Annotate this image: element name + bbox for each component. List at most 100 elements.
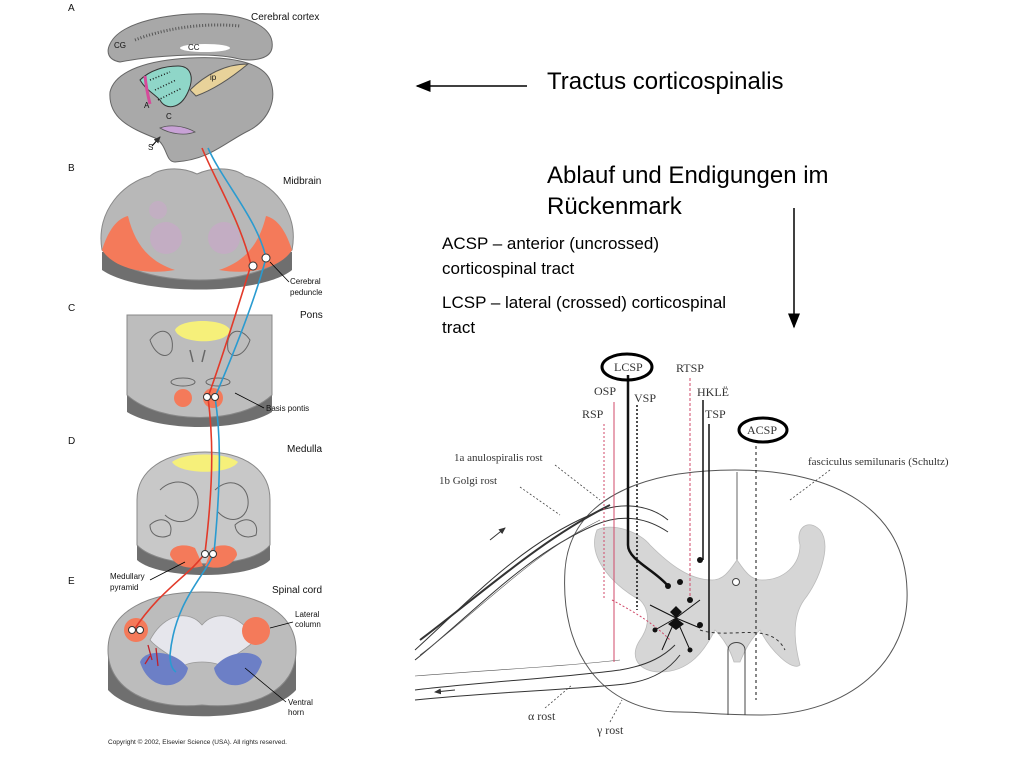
- synapse-6: [652, 627, 658, 633]
- left-figure: A Cerebral cortex CG CC ip A C S: [68, 3, 323, 746]
- pons-outline-left: [149, 330, 173, 356]
- olive-outlines: [149, 519, 258, 538]
- panel-title-cerebral-cortex: Cerebral cortex: [251, 12, 319, 23]
- panel-letter-a: A: [68, 3, 75, 14]
- leader-1b: [519, 486, 561, 516]
- tract-marker-spinal-1: [128, 626, 136, 634]
- medulla-outlines: [159, 481, 249, 523]
- definition-acsp: ACSP – anterior (uncrossed) corticospina…: [442, 234, 660, 278]
- label-rtsp: RTSP: [676, 361, 704, 375]
- parietal-highlight: [189, 63, 250, 97]
- motor-neuron: [649, 557, 786, 653]
- cortex-upper-slice: [107, 13, 273, 63]
- label-lateral-column-1: Lateral: [295, 610, 320, 619]
- tract-marker-midbrain-1: [248, 261, 258, 271]
- osp-projection: [611, 599, 671, 641]
- label-medullary-pyramid-2: pyramid: [110, 583, 138, 592]
- tract-marker-midbrain-2: [261, 253, 271, 263]
- pons-ellipse-left: [170, 377, 196, 387]
- label-lcsp: LCSP: [614, 360, 643, 374]
- panel-d-medulla: D Medulla: [68, 436, 322, 575]
- tract-marker-pons-1: [203, 393, 211, 401]
- panel-letter-e: E: [68, 576, 75, 587]
- synapse-5: [697, 622, 703, 628]
- motor-cortex-stipple: [149, 71, 183, 101]
- panel-title-spinal-cord: Spinal cord: [272, 585, 322, 596]
- tract-marker-medulla-1: [201, 550, 209, 558]
- red-nucleus-right: [208, 222, 240, 254]
- synapse-4: [687, 597, 693, 603]
- panel-letter-b: B: [68, 163, 75, 174]
- panel-letter-d: D: [68, 436, 75, 447]
- leader-fasciculus: [789, 469, 831, 501]
- label-1a-anulospiralis: 1a anulospiralis rost: [454, 452, 543, 464]
- motor-cortex-highlight: [139, 65, 192, 108]
- leader-1a: [554, 464, 601, 501]
- arrow-s: [151, 136, 161, 147]
- dorsal-root-thick: [419, 504, 611, 641]
- panel-a-cerebral-cortex: A Cerebral cortex CG CC ip A C S: [68, 3, 319, 163]
- pons-fibers: [189, 349, 206, 363]
- label-cg: CG: [114, 41, 126, 50]
- label-vsp: VSP: [634, 391, 656, 405]
- slide-subtitle: Ablauf und Endigungen im Rückenmark: [547, 162, 829, 220]
- motor-neuron-dendrites: [649, 599, 701, 651]
- label-c: C: [166, 112, 172, 121]
- leader-cerebral-peduncle: [269, 261, 290, 283]
- interneuron-dashed: [699, 629, 786, 651]
- label-alpha-rost: α rost: [528, 709, 556, 723]
- label-osp: OSP: [594, 384, 616, 398]
- leader-alpha: [544, 684, 573, 709]
- tract-blue-fiber: [169, 147, 267, 673]
- label-medullary-pyramid-1: Medullary: [110, 572, 145, 581]
- ventral-horn-right: [214, 652, 262, 686]
- leader-basis-pontis: [234, 392, 265, 409]
- label-cc: CC: [188, 43, 200, 52]
- lcsp-tract-line: [626, 375, 669, 587]
- label-1b-golgi: 1b Golgi rost: [439, 475, 497, 487]
- label-ventral-horn-2: horn: [288, 708, 304, 717]
- leader-medullary-pyramid: [149, 561, 186, 581]
- midbrain-body: [100, 168, 294, 281]
- ventral-root-2: [414, 654, 681, 701]
- panel-letter-c: C: [68, 303, 75, 314]
- leader-ventral-horn: [244, 667, 287, 703]
- medullary-pyramid-left: [170, 545, 203, 568]
- synapse-3: [697, 557, 703, 563]
- tract-fibers: [128, 147, 271, 673]
- panel-title-medulla: Medulla: [287, 444, 322, 455]
- slide-title: Tractus corticospinalis: [547, 68, 784, 95]
- synapse-1: [665, 583, 671, 589]
- leader-gamma: [609, 699, 623, 723]
- efferent-direction-arrow: [434, 688, 456, 695]
- afferent-direction-arrow: [489, 527, 506, 541]
- label-hkle: HKLË: [697, 385, 729, 399]
- panel-b-midbrain: B Midbrain Cerebral peduncle: [68, 163, 323, 297]
- pontine-nucleus-left: [174, 389, 192, 407]
- cortex-stipple: [134, 23, 241, 42]
- copyright-notice: Copyright © 2002, Elsevier Science (USA)…: [108, 738, 287, 746]
- label-lateral-column-2: column: [295, 620, 321, 629]
- label-acsp: ACSP: [747, 423, 777, 437]
- precentral-strip: [143, 75, 152, 105]
- pons-nucleus-yellow: [175, 321, 230, 342]
- synapse-2: [677, 579, 683, 585]
- label-s: S: [148, 143, 153, 152]
- ventral-root-3: [414, 659, 621, 677]
- cerebral-peduncle-left: [102, 216, 175, 272]
- panel-title-midbrain: Midbrain: [283, 176, 321, 187]
- tract-marker-medulla-2: [209, 550, 217, 558]
- anterior-median-fissure: [727, 642, 746, 715]
- label-ip: ip: [210, 73, 217, 82]
- ventral-root-1: [414, 644, 676, 691]
- supplementary-area: [159, 125, 196, 135]
- label-cerebral-peduncle-2: peduncle: [290, 288, 323, 297]
- panel-c-pons: C Pons Basis pontis: [68, 303, 323, 427]
- tract-marker-pons-2: [211, 393, 219, 401]
- central-canal: [732, 578, 740, 586]
- label-a: A: [144, 101, 150, 110]
- panel-title-pons: Pons: [300, 310, 323, 321]
- cerebral-peduncle-right: [219, 216, 292, 272]
